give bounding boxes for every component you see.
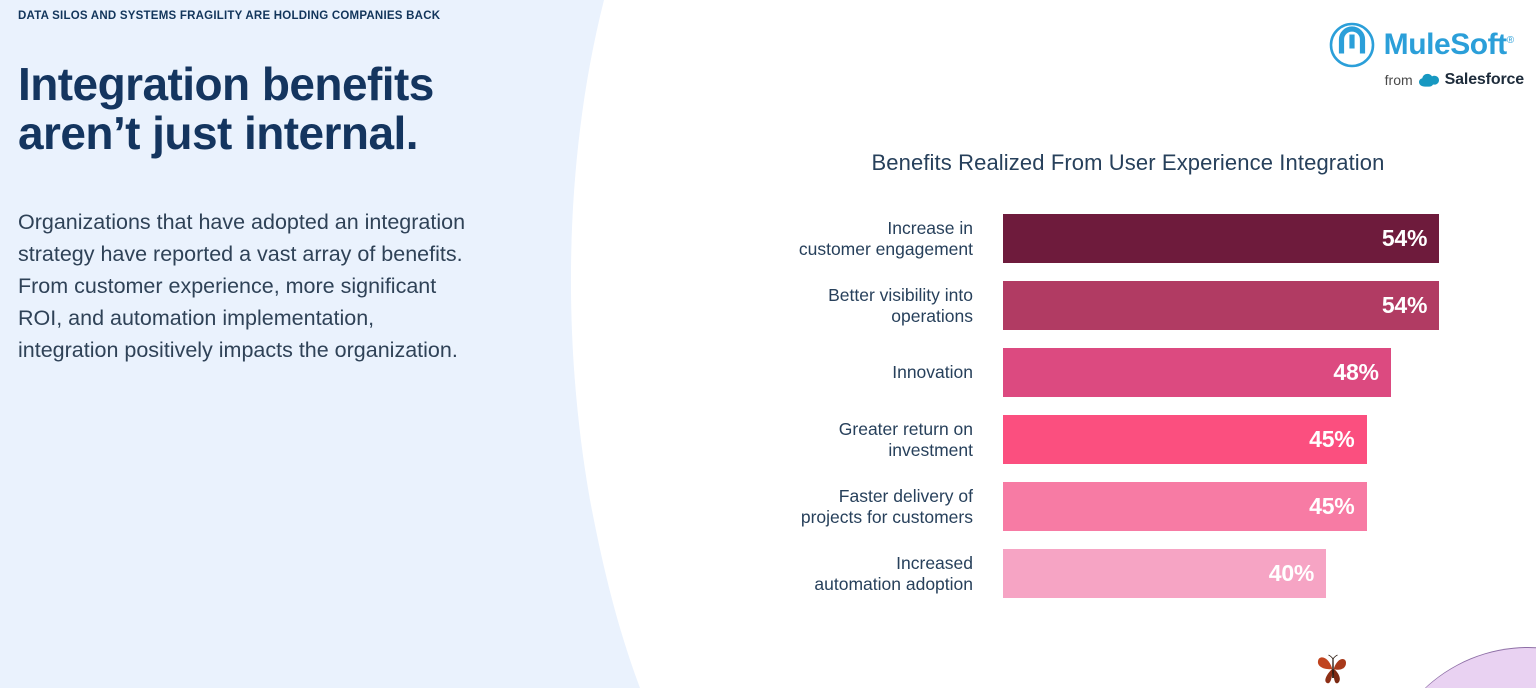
left-panel-background bbox=[0, 0, 640, 688]
chart-bar-row: Greater return on investment 45% bbox=[760, 415, 1520, 464]
bar-value-label: 54% bbox=[1381, 292, 1428, 318]
eyebrow-kicker: DATA SILOS AND SYSTEMS FRAGILITY ARE HOL… bbox=[18, 10, 441, 22]
bar-value-label: 54% bbox=[1381, 225, 1428, 251]
bar-category-label: Greater return on investment bbox=[838, 418, 973, 460]
bar-value-label: 40% bbox=[1268, 560, 1315, 586]
bar-value-label: 48% bbox=[1333, 359, 1379, 385]
benefits-bar-chart: Benefits Realized From User Experience I… bbox=[760, 150, 1520, 598]
logo-from-label: from bbox=[1384, 72, 1413, 88]
bar-track: 48% bbox=[1003, 348, 1520, 397]
bar-track: 45% bbox=[1003, 415, 1520, 464]
bar-value-label: 45% bbox=[1309, 493, 1355, 519]
bar-value-label: 45% bbox=[1309, 426, 1355, 452]
mulesoft-logo: MuleSoft® from Salesforce bbox=[1329, 22, 1524, 88]
logo-primary-row: MuleSoft® bbox=[1329, 22, 1514, 68]
bar-category-label: Faster delivery of projects for customer… bbox=[800, 485, 973, 527]
page-title: Integration benefits aren’t just interna… bbox=[18, 60, 620, 158]
logo-parent-brand: Salesforce bbox=[1444, 71, 1525, 88]
bar-fill: 54% bbox=[1003, 214, 1440, 263]
logo-secondary-row: from Salesforce bbox=[1384, 71, 1525, 88]
body-paragraph: Organizations that have adopted an integ… bbox=[18, 206, 563, 366]
butterfly-icon bbox=[1317, 654, 1346, 684]
headline-line-2: aren’t just internal. bbox=[18, 106, 419, 159]
chart-bar-row: Innovation 48% bbox=[760, 348, 1520, 397]
bar-track: 40% bbox=[1003, 549, 1520, 598]
left-text-column: DATA SILOS AND SYSTEMS FRAGILITY ARE HOL… bbox=[0, 0, 620, 688]
chart-bar-row: Faster delivery of projects for customer… bbox=[760, 482, 1520, 531]
body-line-5: integration positively impacts the organ… bbox=[18, 337, 458, 362]
bar-track: 54% bbox=[1003, 214, 1520, 263]
body-line-2: strategy have reported a vast array of b… bbox=[18, 241, 463, 266]
chart-bar-row: Increased automation adoption 40% bbox=[760, 549, 1520, 598]
body-line-1: Organizations that have adopted an integ… bbox=[18, 209, 466, 234]
decorative-purple-circle bbox=[1378, 647, 1536, 688]
bar-category-label: Better visibility into operations bbox=[828, 284, 973, 326]
bar-category-label: Increase in customer engagement bbox=[798, 217, 973, 259]
body-line-4: ROI, and automation implementation, bbox=[18, 305, 375, 330]
logo-wordmark-text: MuleSoft bbox=[1383, 28, 1508, 61]
bar-fill: 45% bbox=[1003, 415, 1367, 464]
bar-category-label: Innovation bbox=[892, 362, 973, 382]
chart-title: Benefits Realized From User Experience I… bbox=[871, 150, 1385, 175]
headline-line-1: Integration benefits bbox=[18, 58, 434, 110]
mulesoft-m-icon bbox=[1329, 22, 1374, 68]
bar-fill: 54% bbox=[1003, 281, 1440, 330]
logo-wordmark: MuleSoft® bbox=[1384, 30, 1514, 60]
bar-category-label: Increased automation adoption bbox=[814, 552, 973, 594]
chart-bar-row: Increase in customer engagement 54% bbox=[760, 214, 1520, 263]
bar-fill: 48% bbox=[1003, 348, 1391, 397]
salesforce-cloud-icon bbox=[1418, 73, 1439, 87]
trademark-symbol: ® bbox=[1506, 35, 1514, 46]
chart-bar-row: Better visibility into operations 54% bbox=[760, 281, 1520, 330]
bar-fill: 45% bbox=[1003, 482, 1367, 531]
body-line-3: From customer experience, more significa… bbox=[18, 273, 437, 298]
bar-track: 54% bbox=[1003, 281, 1520, 330]
bar-fill: 40% bbox=[1003, 549, 1327, 598]
bar-track: 45% bbox=[1003, 482, 1520, 531]
